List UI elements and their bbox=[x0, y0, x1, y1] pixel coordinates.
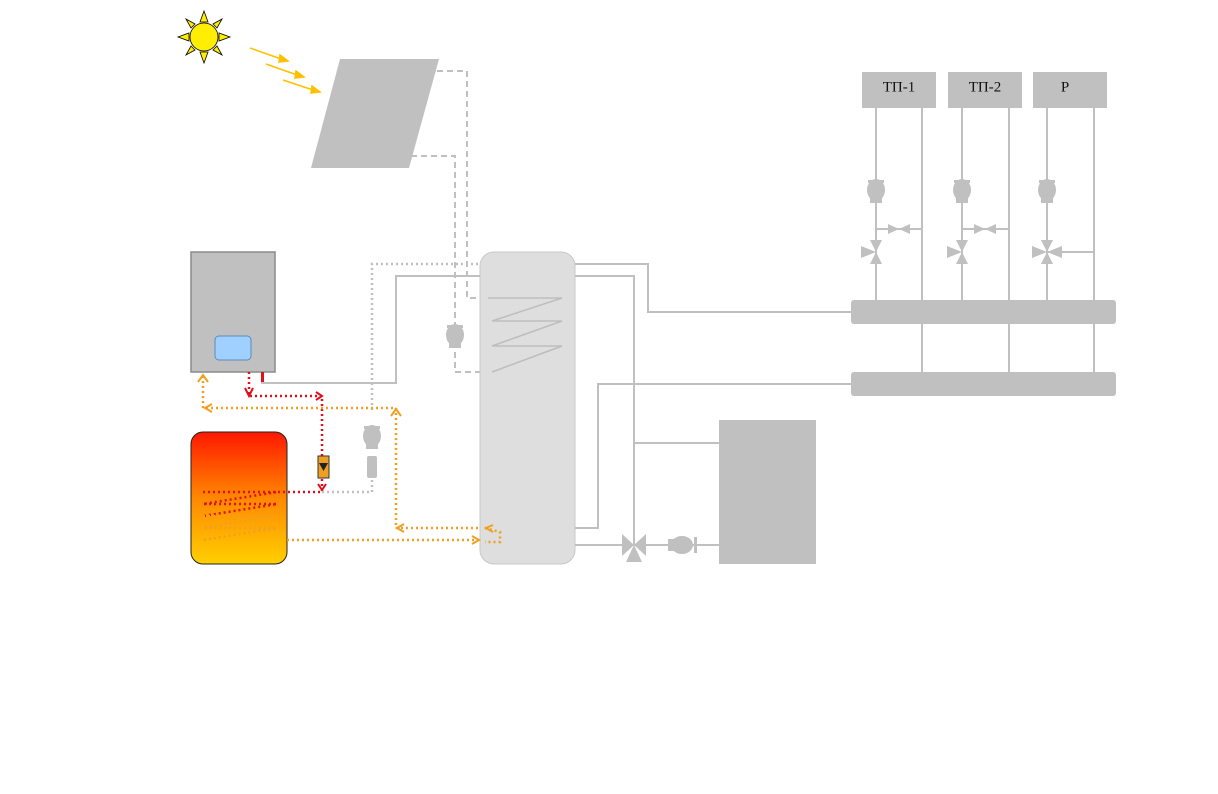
circuit-3-label: Р bbox=[1061, 79, 1069, 95]
boiler-display bbox=[214, 335, 252, 361]
sun-icon bbox=[176, 9, 232, 65]
pump-icon[interactable] bbox=[1038, 179, 1056, 203]
circuit-3-box[interactable] bbox=[1033, 72, 1107, 108]
circuit-1-pipes bbox=[875, 108, 923, 372]
circuit-2-box[interactable] bbox=[948, 72, 1022, 108]
three-way-valve-icon[interactable] bbox=[861, 240, 882, 264]
circuit-1-label: ТП-1 bbox=[883, 79, 916, 95]
three-way-valve-icon[interactable] bbox=[947, 240, 968, 264]
supply-manifold[interactable] bbox=[851, 300, 1116, 324]
boiler-dotted-grey-pipe bbox=[370, 262, 480, 410]
water-heater[interactable] bbox=[719, 420, 816, 564]
solid-fuel-boiler[interactable] bbox=[190, 431, 288, 565]
circuit-2-label: ТП-2 bbox=[969, 79, 1002, 95]
circuit-1-box[interactable] bbox=[862, 72, 936, 108]
supply-solid-stub bbox=[261, 372, 264, 382]
sun-rays bbox=[249, 47, 322, 94]
solar-heat-exchanger-coil bbox=[488, 297, 563, 373]
return-manifold[interactable] bbox=[851, 372, 1116, 396]
circuit-3-pipes bbox=[1046, 108, 1095, 372]
solar-collector[interactable] bbox=[311, 59, 439, 168]
grey-return-link bbox=[322, 476, 374, 494]
circuit-2-pipes bbox=[961, 108, 1010, 372]
boiler-pump[interactable] bbox=[363, 425, 381, 449]
three-way-valve-icon[interactable] bbox=[622, 534, 646, 562]
supply-flow-arrows bbox=[244, 387, 327, 492]
three-way-valve-icon[interactable] bbox=[1032, 240, 1062, 264]
solar-pump[interactable] bbox=[446, 324, 464, 348]
check-valve[interactable] bbox=[367, 456, 377, 478]
dhw-pump[interactable] bbox=[668, 536, 697, 554]
pump-icon[interactable] bbox=[867, 179, 885, 203]
balancing-valve-icon[interactable] bbox=[888, 224, 910, 234]
buffer-tank[interactable] bbox=[479, 251, 576, 565]
return-flow-arrows bbox=[197, 373, 494, 545]
flow-switch-icon[interactable] bbox=[317, 455, 330, 479]
pump-icon[interactable] bbox=[953, 179, 971, 203]
balancing-valve-icon[interactable] bbox=[974, 224, 996, 234]
